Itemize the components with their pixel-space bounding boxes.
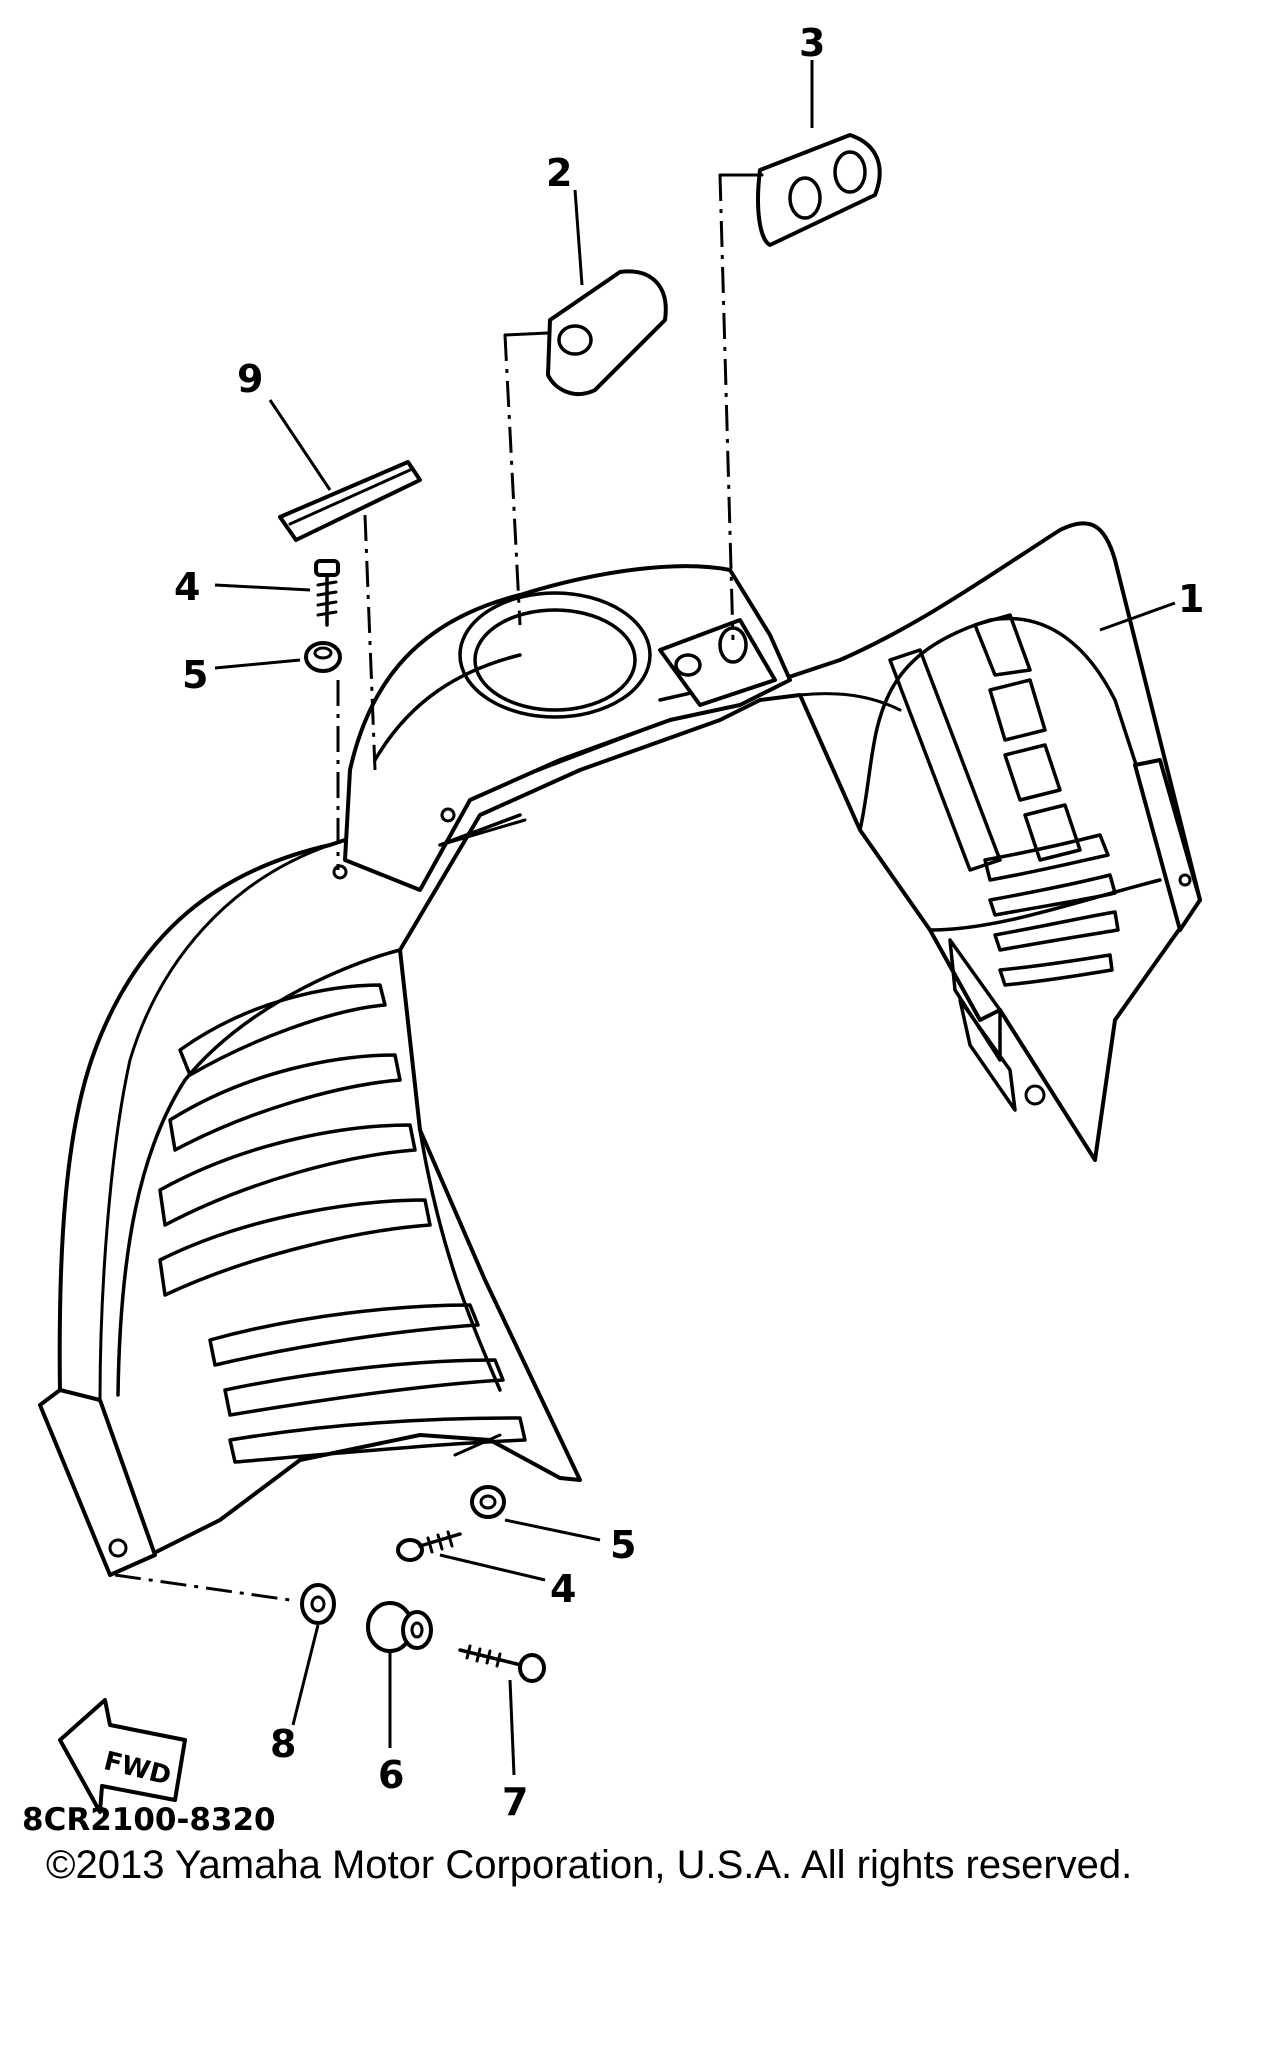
left-mount-tab (38, 1388, 157, 1577)
washer-part-8 (300, 1583, 336, 1625)
bolt-part-4-lower (396, 1530, 462, 1562)
assembly-lines (114, 173, 764, 1602)
grommet-part-6 (366, 1601, 433, 1653)
callout-5-lower: 5 (610, 1523, 636, 1567)
grommet-part-5-upper (304, 641, 342, 673)
forward-arrow-icon: FWD (58, 1698, 187, 1814)
callout-4-lower: 4 (550, 1567, 576, 1611)
callout-4-upper: 4 (174, 565, 200, 609)
callout-3: 3 (799, 21, 825, 65)
bolt-part-4-upper (314, 559, 340, 627)
bracket-part-3 (756, 133, 882, 247)
copyright-notice: ©2013 Yamaha Motor Corporation, U.S.A. A… (46, 1843, 1133, 1887)
callout-8: 8 (270, 1722, 296, 1766)
rubber-strip-part-9 (278, 460, 422, 542)
bracket-part-2 (546, 269, 668, 396)
right-vents (888, 613, 1120, 1112)
diagram-code: 8CR2100-8320 (22, 1802, 276, 1838)
meter-housing (332, 564, 792, 892)
grommet-part-5-lower (470, 1485, 506, 1519)
callout-1: 1 (1178, 577, 1204, 621)
callout-6: 6 (378, 1753, 404, 1797)
screw-part-7 (458, 1644, 546, 1683)
right-mount-tab (1133, 758, 1202, 932)
callout-5-upper: 5 (182, 653, 208, 697)
left-vents (158, 983, 527, 1464)
callout-9: 9 (237, 357, 263, 401)
cowling-part-1 (38, 521, 1202, 1577)
leader-lines (214, 60, 1176, 1776)
callout-7: 7 (502, 1780, 528, 1824)
callout-2: 2 (546, 151, 572, 195)
